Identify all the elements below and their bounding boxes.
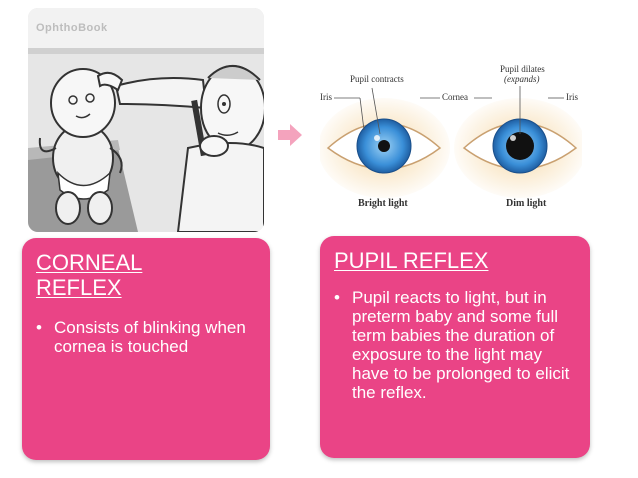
corneal-reflex-illustration: OphthoBook: [28, 8, 264, 232]
doctor-baby-drawing: [28, 8, 264, 232]
corneal-title-line2: REFLEX: [36, 275, 122, 300]
corneal-reflex-title: CORNEAL REFLEX: [36, 250, 260, 300]
pupil-reflex-title: PUPIL REFLEX: [334, 248, 489, 273]
label-pupil-dilates: Pupil dilates: [500, 64, 545, 74]
pupil-reflex-illustration: Pupil contracts Pupil dilates (expands) …: [320, 30, 582, 230]
corneal-title-line1: CORNEAL: [36, 250, 143, 275]
eyes-drawing: [320, 86, 582, 198]
right-arrow-icon: [278, 124, 302, 146]
label-iris-left: Iris: [320, 92, 332, 102]
pupil-reflex-card: PUPIL REFLEX • Pupil reacts to light, bu…: [320, 236, 590, 458]
label-cornea: Cornea: [442, 92, 468, 102]
bullet-dot-icon: •: [334, 288, 340, 307]
corneal-reflex-card: CORNEAL REFLEX • Consists of blinking wh…: [22, 238, 270, 460]
label-expands: (expands): [504, 74, 540, 84]
caption-dim-light: Dim light: [506, 198, 547, 209]
corneal-reflex-bullet: • Consists of blinking when cornea is to…: [36, 318, 260, 356]
pupil-reflex-bullet: • Pupil reacts to light, but in preterm …: [334, 288, 580, 402]
label-iris-right: Iris: [566, 92, 578, 102]
watermark-text: OphthoBook: [36, 22, 108, 34]
label-pupil-contracts: Pupil contracts: [350, 74, 404, 84]
bullet-dot-icon: •: [36, 318, 42, 337]
corneal-bullet-text: Consists of blinking when cornea is touc…: [54, 318, 246, 356]
pupil-bullet-text: Pupil reacts to light, but in preterm ba…: [352, 288, 570, 402]
caption-bright-light: Bright light: [358, 198, 408, 209]
